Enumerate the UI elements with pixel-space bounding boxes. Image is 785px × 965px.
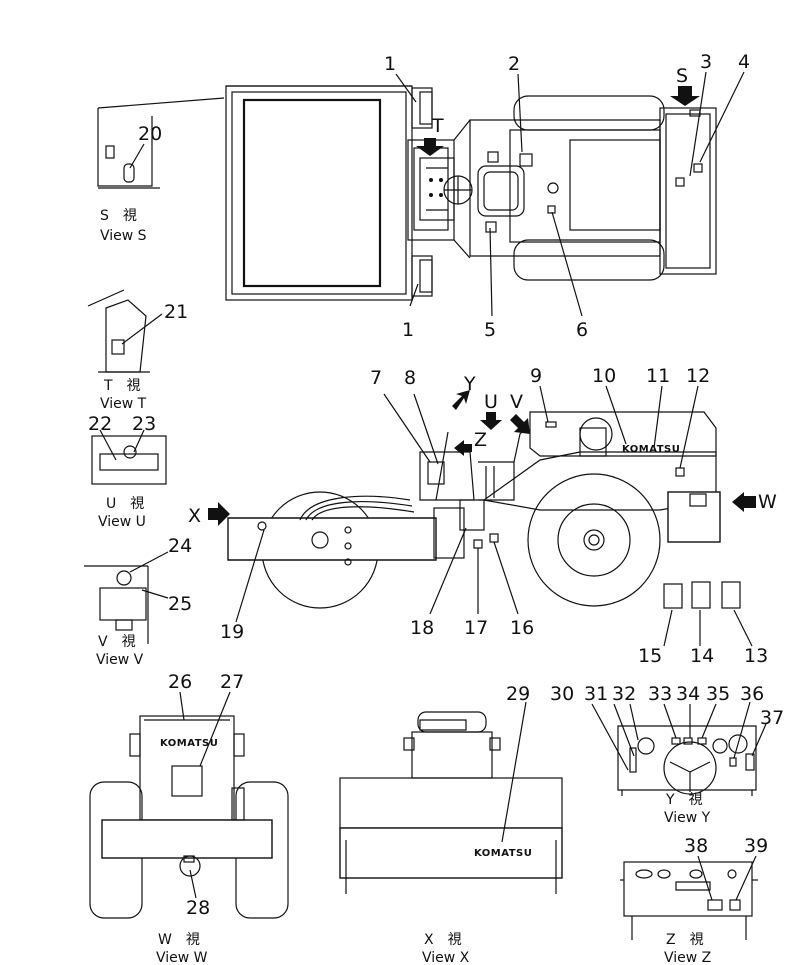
view-y xyxy=(591,701,767,796)
arrow-label-z: Z xyxy=(474,429,487,451)
callout-27: 27 xyxy=(220,671,244,693)
view-captions: S 視 View S T 視 View T U 視 View U V 視 Vie… xyxy=(96,208,711,965)
callout-38: 38 xyxy=(684,835,708,857)
arrow-label-t: T xyxy=(431,115,444,137)
callout-29: 29 xyxy=(506,683,530,705)
callout-1-bottom: 1 xyxy=(402,319,414,341)
caption-u-en: View U xyxy=(98,514,146,530)
callout-18: 18 xyxy=(410,617,434,639)
caption-w-en: View W xyxy=(156,950,208,965)
callout-17: 17 xyxy=(464,617,488,639)
callout-37: 37 xyxy=(760,707,784,729)
caption-z-en: View Z xyxy=(664,950,711,965)
caption-x-en: View X xyxy=(422,950,470,965)
caption-y-en: View Y xyxy=(664,810,711,826)
callout-4: 4 xyxy=(738,51,750,73)
view-t xyxy=(87,289,163,373)
callout-28: 28 xyxy=(186,897,210,919)
caption-v-en: View V xyxy=(96,652,144,668)
callout-13: 13 xyxy=(744,645,768,667)
callout-14: 14 xyxy=(690,645,714,667)
callout-21: 21 xyxy=(164,301,188,323)
callout-33: 33 xyxy=(648,683,672,705)
callout-6: 6 xyxy=(576,319,588,341)
callout-2: 2 xyxy=(508,53,520,75)
callout-15: 15 xyxy=(638,645,662,667)
arrow-label-u: U xyxy=(484,391,498,413)
view-w: KOMATSU xyxy=(89,691,289,919)
callout-31: 31 xyxy=(584,683,608,705)
callout-5: 5 xyxy=(484,319,496,341)
callout-22: 22 xyxy=(88,413,112,435)
callout-19: 19 xyxy=(220,621,244,643)
callout-20: 20 xyxy=(138,123,162,145)
arrow-label-x: X xyxy=(188,505,201,527)
callout-12: 12 xyxy=(686,365,710,387)
caption-s-jp: S 視 xyxy=(100,208,137,224)
caption-z-jp: Z 視 xyxy=(666,932,704,948)
arrow-label-v: V xyxy=(510,391,523,413)
caption-t-en: View T xyxy=(100,396,147,412)
view-x-brand-text: KOMATSU xyxy=(474,848,532,859)
arrow-label-y: Y xyxy=(463,373,476,395)
arrow-label-s: S xyxy=(676,65,688,87)
callout-3: 3 xyxy=(700,51,712,73)
caption-y-jp: Y 視 xyxy=(665,792,703,808)
view-u xyxy=(91,429,167,485)
caption-u-jp: U 視 xyxy=(106,496,144,512)
callout-8: 8 xyxy=(404,367,416,389)
callout-26: 26 xyxy=(168,671,192,693)
callout-24: 24 xyxy=(168,535,192,557)
caption-w-jp: W 視 xyxy=(158,932,200,948)
callout-34: 34 xyxy=(676,683,700,705)
callout-36: 36 xyxy=(740,683,764,705)
callout-11: 11 xyxy=(646,365,670,387)
view-s xyxy=(97,97,225,189)
callout-25: 25 xyxy=(168,593,192,615)
view-z xyxy=(620,855,758,940)
caption-t-jp: T 視 xyxy=(103,378,141,394)
caption-s-en: View S xyxy=(100,228,147,244)
view-v xyxy=(84,551,169,644)
side-elevation-view: KOMATSU xyxy=(208,385,756,647)
callout-35: 35 xyxy=(706,683,730,705)
callout-10: 10 xyxy=(592,365,616,387)
caption-v-jp: V 視 xyxy=(98,634,136,650)
callout-7: 7 xyxy=(370,367,382,389)
view-x: KOMATSU xyxy=(339,701,563,894)
side-brand-text: KOMATSU xyxy=(622,444,680,455)
arrow-label-w: W xyxy=(758,491,777,513)
callout-32: 32 xyxy=(612,683,636,705)
callout-39: 39 xyxy=(744,835,768,857)
top-plan-view xyxy=(225,71,745,317)
callout-9: 9 xyxy=(530,365,542,387)
callout-1-top: 1 xyxy=(384,53,396,75)
callout-30: 30 xyxy=(550,683,574,705)
view-w-brand-text: KOMATSU xyxy=(160,738,218,749)
callout-numbers: 1 2 3 4 1 5 6 7 8 9 10 11 12 13 14 15 16… xyxy=(88,51,784,919)
callout-16: 16 xyxy=(510,617,534,639)
callout-23: 23 xyxy=(132,413,156,435)
arrow-letters: S T U V W X Y Z xyxy=(188,65,777,527)
caption-x-jp: X 視 xyxy=(424,932,462,948)
